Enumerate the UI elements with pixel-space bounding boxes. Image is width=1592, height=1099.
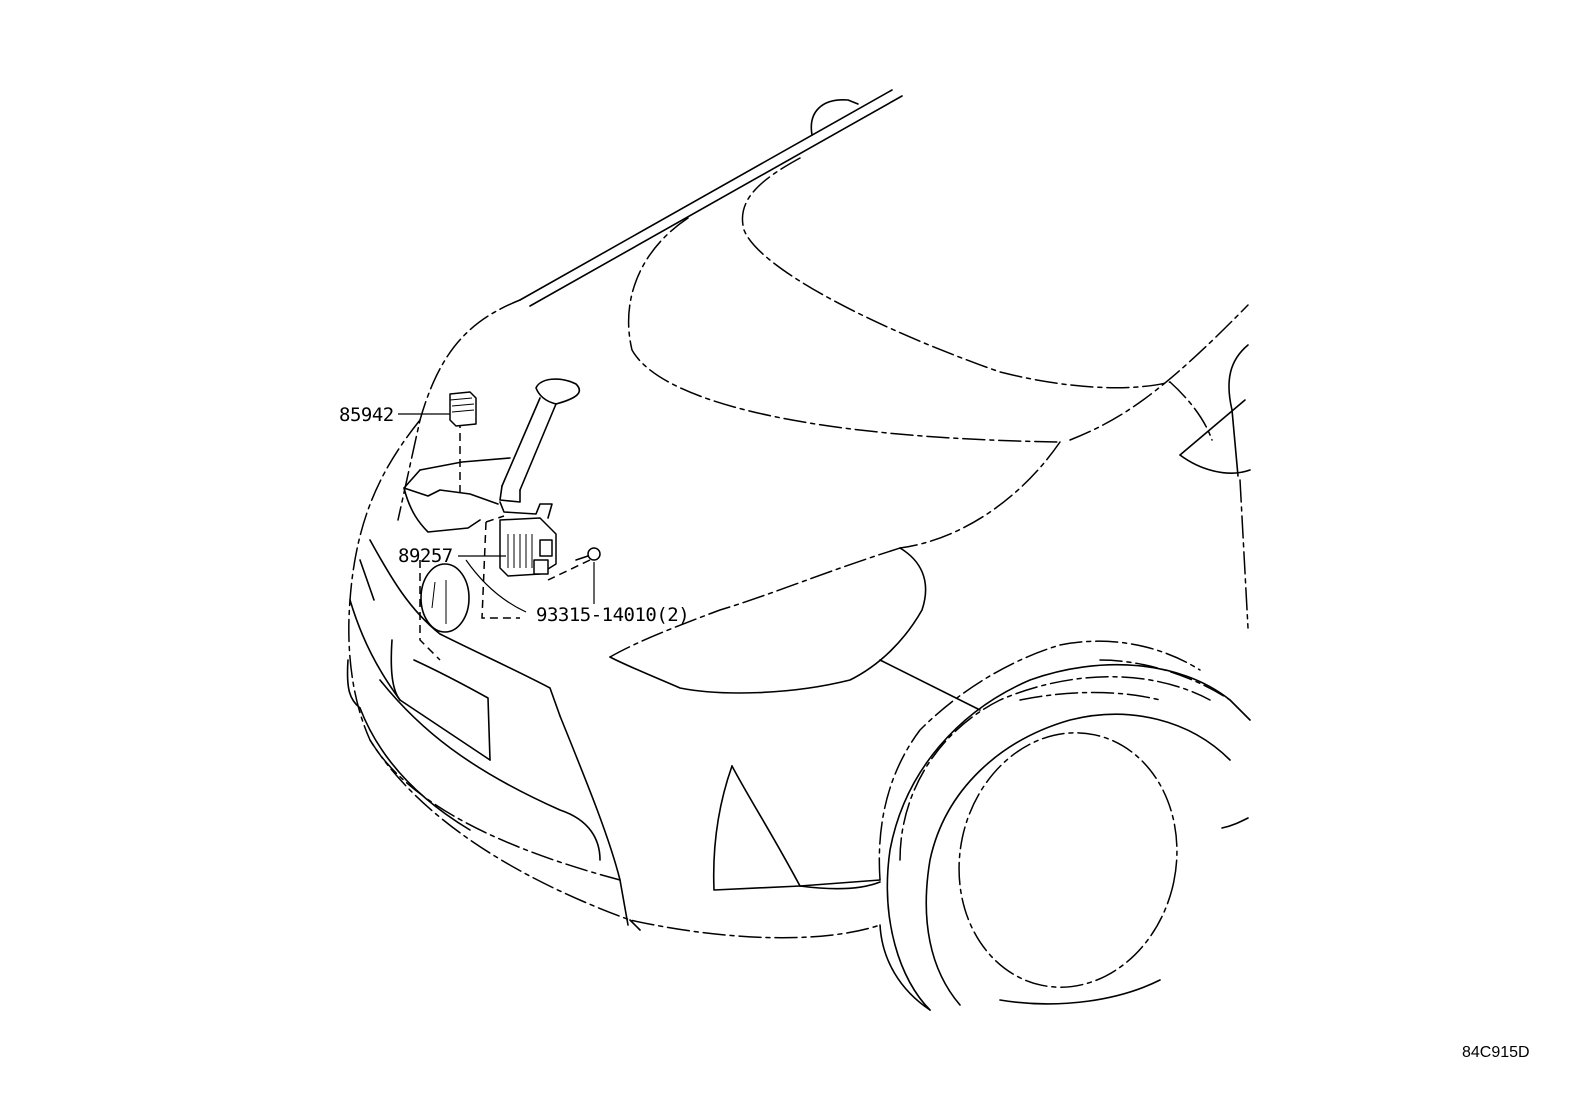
- part-number-93315: 93315-14010(2): [536, 604, 689, 626]
- screw-93315: [575, 547, 601, 561]
- relay-85942: [449, 391, 477, 427]
- engine-bay-components: [403, 378, 591, 661]
- part-number-85942: 85942: [339, 404, 394, 426]
- callout-89257: 89257: [398, 545, 506, 567]
- callout-93315: 93315-14010(2): [465, 559, 690, 626]
- part-number-89257: 89257: [398, 545, 453, 567]
- diagram-reference-code: 84C915D: [1462, 1044, 1530, 1061]
- car-body-outline: [346, 89, 1251, 1011]
- callout-85942: 85942: [339, 404, 450, 426]
- control-unit-89257: [499, 517, 557, 577]
